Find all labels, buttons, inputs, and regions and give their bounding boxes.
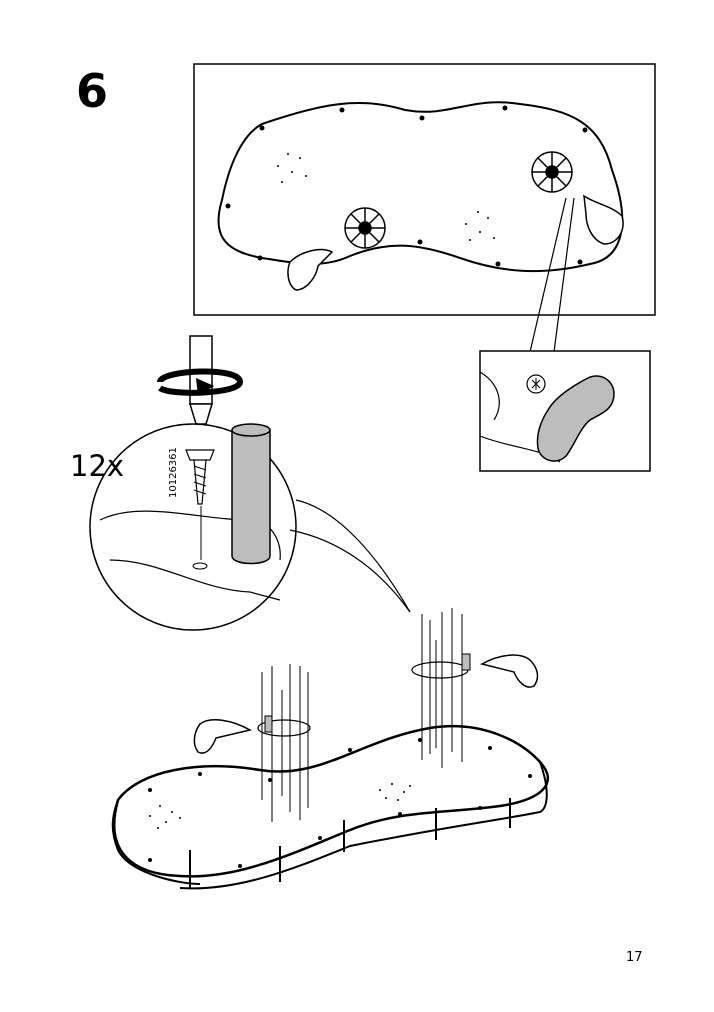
screwdriver xyxy=(157,335,244,440)
pointing-hand-icon xyxy=(193,718,253,754)
leg-fitting-left xyxy=(344,207,386,249)
step-number: 6 xyxy=(76,64,109,118)
legs xyxy=(189,798,511,888)
pointing-hand-icon xyxy=(583,194,624,245)
leg-cylinder xyxy=(231,429,271,565)
screw-guides-right xyxy=(421,608,463,768)
edge-fittings xyxy=(225,105,623,267)
callout-line xyxy=(295,499,411,613)
screw-guides-left xyxy=(261,664,309,822)
screw-hole-icon xyxy=(526,374,546,394)
detail-panel xyxy=(479,350,651,472)
tabletop-underside xyxy=(217,101,624,273)
rotate-arrow-icon xyxy=(157,368,244,396)
pointing-hand-icon xyxy=(479,654,539,688)
part-number: 10126361 xyxy=(168,447,179,498)
leg-bracket xyxy=(536,375,615,462)
table-assembly xyxy=(111,608,549,890)
magnified-view xyxy=(89,423,297,631)
page-number: 17 xyxy=(626,950,643,965)
tabletop xyxy=(113,724,549,878)
pointing-hand-icon xyxy=(287,248,334,291)
leg-fitting-right xyxy=(531,151,573,193)
overview-panel xyxy=(193,63,656,316)
hole-pattern xyxy=(277,153,495,241)
screw-icon xyxy=(185,449,215,505)
edge-fittings xyxy=(148,738,532,868)
overview-frame xyxy=(193,63,656,316)
callout-line xyxy=(529,197,575,353)
part-quantity: 12x xyxy=(70,449,125,483)
callout-line xyxy=(289,529,411,613)
hole-pattern xyxy=(149,783,411,829)
